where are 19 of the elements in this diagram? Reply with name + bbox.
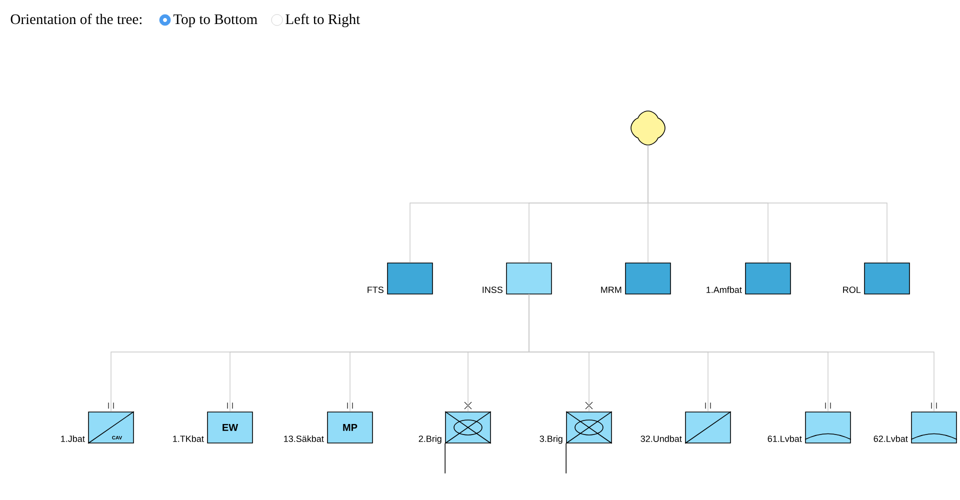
radio-button: Top to Bottom bbox=[159, 14, 258, 28]
unit-label: 1.TKbat bbox=[173, 435, 204, 442]
form-label: Orientation of the tree: bbox=[10, 14, 142, 24]
unit-label: 1.Jbat bbox=[61, 435, 85, 442]
unit-label: 1.Amfbat bbox=[706, 286, 742, 293]
unit-label: 62.Lvbat bbox=[874, 435, 908, 442]
unit-label: 61.Lvbat bbox=[768, 435, 802, 442]
unit-label: 2.Brig bbox=[418, 435, 442, 444]
radio-button: Left to Right bbox=[271, 14, 360, 28]
unit-label: 3.Brig bbox=[540, 435, 562, 444]
unit-label: 13.Säkbat bbox=[284, 435, 324, 442]
connector-line bbox=[528, 294, 934, 412]
unit-label: 32.Undbat bbox=[640, 435, 682, 442]
cloud-symbol bbox=[630, 110, 666, 146]
unit-label: FTS bbox=[368, 286, 384, 293]
unit-label: ROL bbox=[843, 286, 861, 293]
connector-line bbox=[648, 145, 888, 263]
unit-label: INSS bbox=[482, 286, 502, 293]
unit-label: MRM bbox=[601, 286, 622, 293]
